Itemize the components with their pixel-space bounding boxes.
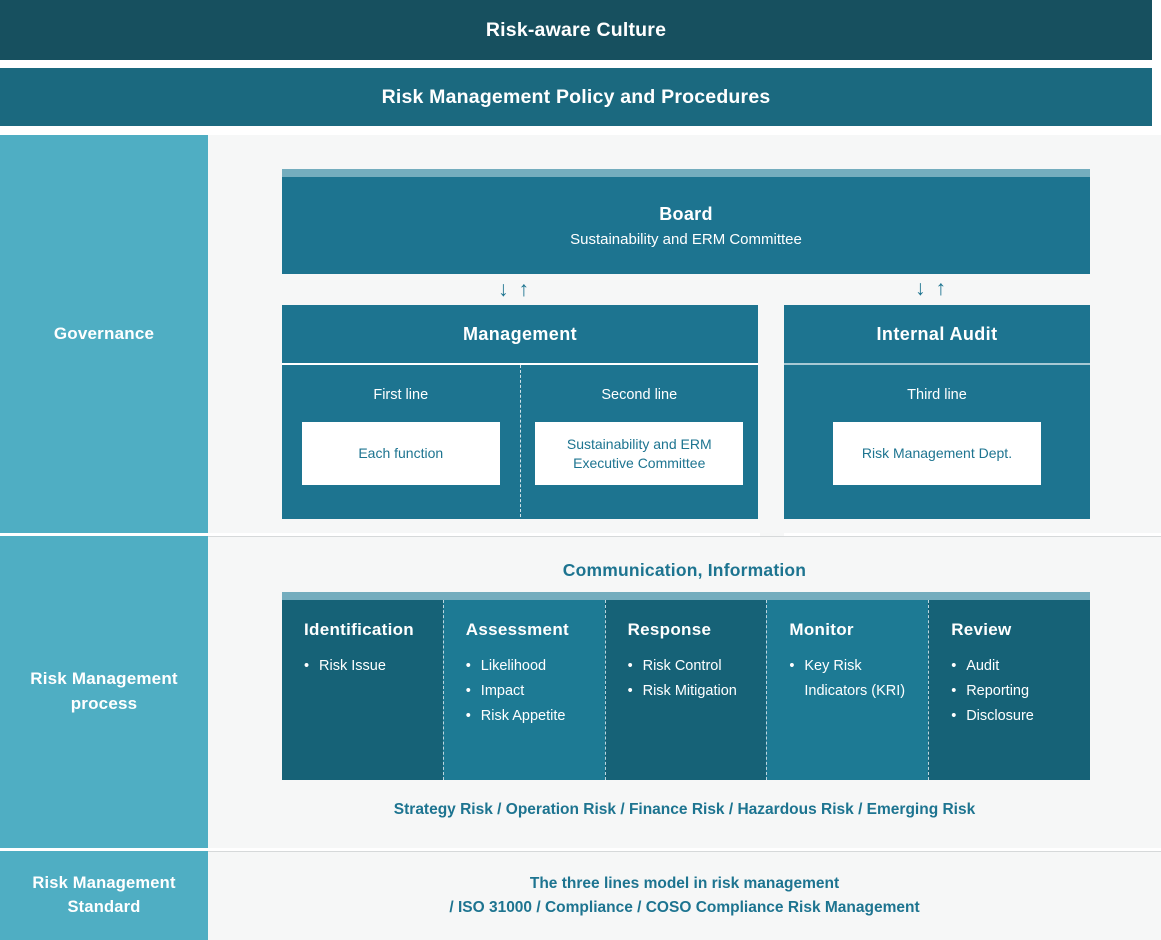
arrows-board-internal-audit: ↓ ↑ <box>915 278 946 299</box>
board-box: Board Sustainability and ERM Committee <box>282 169 1090 274</box>
standard-text-block: The three lines model in risk management… <box>208 852 1161 940</box>
arrow-down-icon: ↓ <box>498 278 509 301</box>
process-step-title: Review <box>951 620 1012 639</box>
governance-content: Board Sustainability and ERM Committee ↓… <box>208 135 1161 550</box>
list-item: Disclosure <box>951 704 1090 729</box>
second-line-label: Second line <box>601 387 678 403</box>
process-step-assessment: Assessment Likelihood Impact Risk Appeti… <box>442 600 605 780</box>
board-title: Board <box>659 203 713 224</box>
process-step-items: Risk Control Risk Mitigation <box>628 654 767 704</box>
arrows-board-management: ↓ ↑ <box>498 279 529 300</box>
process-step-items: Risk Issue <box>304 654 443 679</box>
card-sustainability-erm-executive-committee: Sustainability and ERM Executive Committ… <box>535 422 744 485</box>
process-step-items: Key Risk Indicators (KRI) <box>789 654 928 704</box>
sidebar-label-governance: Governance <box>0 135 208 533</box>
list-item: Risk Control <box>628 654 767 679</box>
management-lines: First line Each function Second line Sus… <box>282 365 758 517</box>
third-line-label: Third line <box>907 387 967 403</box>
management-box: Management First line Each function Seco… <box>282 305 758 519</box>
standard-line-1: The three lines model in risk management <box>529 874 840 892</box>
list-item: Impact <box>466 679 605 704</box>
process-step-items: Likelihood Impact Risk Appetite <box>466 654 605 729</box>
banner-policy-label: Risk Management Policy and Procedures <box>381 85 771 108</box>
process-step-title: Monitor <box>789 620 854 639</box>
arrow-down-icon: ↓ <box>915 277 926 300</box>
internal-audit-header: Internal Audit <box>784 305 1090 365</box>
list-item: Audit <box>951 654 1090 679</box>
governance-sidebar-text: Governance <box>53 323 155 343</box>
process-step-identification: Identification Risk Issue <box>282 600 443 780</box>
internal-audit-box: Internal Audit Third line Risk Managemen… <box>784 305 1090 519</box>
process-sidebar-text: Risk Management process <box>30 669 178 713</box>
list-item: Reporting <box>951 679 1090 704</box>
risk-types-label: Strategy Risk / Operation Risk / Finance… <box>393 801 976 818</box>
banner-culture-label: Risk-aware Culture <box>485 18 667 41</box>
process-step-response: Response Risk Control Risk Mitigation <box>604 600 767 780</box>
management-header: Management <box>282 305 758 365</box>
risk-management-process-row: Risk Management process Communication, I… <box>0 536 1161 848</box>
first-line-label: First line <box>373 387 429 403</box>
communication-information-label: Communication, Information <box>562 560 807 580</box>
sidebar-label-risk-management-standard: Risk Management Standard <box>0 851 208 940</box>
process-step-title: Assessment <box>465 620 569 639</box>
process-step-items: Audit Reporting Disclosure <box>951 654 1090 729</box>
banner-risk-aware-culture: Risk-aware Culture <box>0 0 1152 60</box>
standard-content: The three lines model in risk management… <box>208 851 1161 940</box>
card-risk-management-dept: Risk Management Dept. <box>833 422 1041 485</box>
arrow-up-icon: ↑ <box>935 277 947 300</box>
process-step-monitor: Monitor Key Risk Indicators (KRI) <box>766 600 929 780</box>
arrow-up-icon: ↑ <box>518 278 530 301</box>
second-line-column: Second line Sustainability and ERM Execu… <box>519 365 759 517</box>
list-item: Risk Mitigation <box>628 679 767 704</box>
standard-sidebar-text: Risk Management Standard <box>32 873 176 916</box>
banner-risk-management-policy: Risk Management Policy and Procedures <box>0 68 1152 126</box>
process-step-title: Response <box>627 620 712 639</box>
risk-management-standard-row: Risk Management Standard The three lines… <box>0 851 1161 940</box>
process-step-review: Review Audit Reporting Disclosure <box>928 600 1090 780</box>
card-each-function: Each function <box>301 422 500 485</box>
list-item: Key Risk Indicators (KRI) <box>789 654 928 704</box>
board-subtitle: Sustainability and ERM Committee <box>570 230 802 248</box>
process-step-title: Identification <box>304 620 414 639</box>
process-steps-strip: Identification Risk Issue Assessment Lik… <box>282 592 1090 780</box>
internal-audit-lines: Third line Risk Management Dept. <box>784 365 1090 517</box>
list-item: Risk Appetite <box>466 704 605 729</box>
standard-line-2: / ISO 31000 / Compliance / COSO Complian… <box>449 899 920 916</box>
third-line-column: Third line Risk Management Dept. <box>784 365 1090 517</box>
process-content: Communication, Information Identificatio… <box>208 536 1161 848</box>
sidebar-label-risk-management-process: Risk Management process <box>0 536 208 848</box>
list-item: Likelihood <box>466 654 605 679</box>
first-line-column: First line Each function <box>282 365 520 517</box>
list-item: Risk Issue <box>304 654 443 679</box>
governance-row: Governance Board Sustainability and ERM … <box>0 135 1161 550</box>
